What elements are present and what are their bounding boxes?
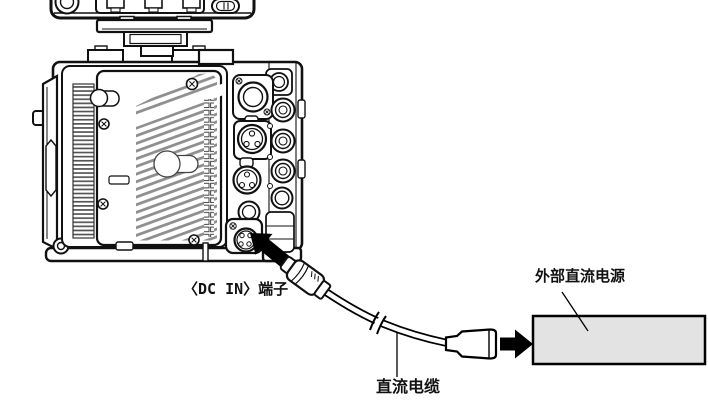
xlr-connector-icon (233, 115, 272, 160)
heatsink-ribs (72, 83, 95, 239)
dc-cable (323, 288, 448, 347)
viewfinder-connector-icon (232, 74, 274, 120)
bnc-connectors (267, 97, 296, 210)
leader-line-external-power (561, 291, 589, 332)
dc-cable-label: 直流电缆 (376, 377, 441, 396)
screws (97, 77, 200, 246)
external-dc-power-box (531, 314, 707, 366)
connector-panel (224, 61, 306, 255)
xlr-connector-icon (232, 157, 262, 195)
top-switch-icon (211, 0, 240, 14)
dc-plug (279, 256, 332, 300)
dc-in-connector-icon (224, 217, 264, 255)
dc-in-terminal-label: 〈DC IN〉端子 (183, 280, 289, 298)
external-dc-power-label: 外部直流电源 (535, 267, 626, 285)
camera-left-plate (32, 74, 70, 255)
cable-break-icon (369, 309, 390, 335)
arrow-to-power-icon (500, 329, 533, 359)
camera-body (32, 48, 306, 263)
camera-top-module (49, 0, 256, 20)
camera-mount-riser (87, 15, 214, 63)
battery-mount-plate (89, 69, 226, 262)
dc-cable-end-connector (444, 328, 498, 360)
